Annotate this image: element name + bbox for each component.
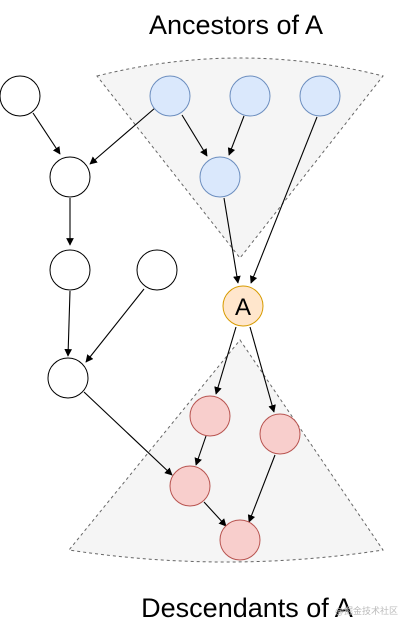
plain-node-third[interactable]: [49, 249, 91, 291]
ancestors-title: Ancestors of A: [149, 10, 323, 40]
ancestor-node-center[interactable]: [229, 75, 271, 117]
descendants-title: Descendants of A: [141, 593, 353, 623]
edge-ancestor-mid-to-a: [223, 197, 241, 284]
edge-desc-mid-left-to-desc-bottom: [203, 501, 227, 527]
descendant-node-right[interactable]: [259, 413, 301, 455]
descendant-node-mid-left[interactable]: [169, 465, 211, 507]
edge-ancestor-right-to-a: [249, 116, 318, 284]
plain-node-bottom[interactable]: [47, 357, 89, 399]
node-a[interactable]: [222, 285, 264, 327]
descendants-region: [68, 339, 384, 563]
edge-plain-third-to-plain-bottom: [64, 290, 73, 357]
edge-plain-bottom-to-desc-mid-left: [83, 391, 173, 476]
plain-node-middle[interactable]: [49, 156, 91, 198]
edge-plain-top-left-to-plain-middle: [32, 112, 61, 155]
watermark-text: @掘金技术社区: [335, 605, 398, 617]
edge-ancestor-left-to-ancestor-mid: [181, 114, 208, 157]
descendant-node-bottom[interactable]: [219, 519, 261, 561]
edge-desc-upper-left-to-desc-mid-left: [194, 435, 207, 466]
ancestor-node-mid[interactable]: [199, 156, 241, 198]
edge-plain-right-to-plain-bottom: [85, 288, 145, 363]
ancestor-node-left[interactable]: [149, 75, 191, 117]
edge-ancestor-left-to-plain-middle: [89, 107, 156, 165]
plain-node-right[interactable]: [136, 249, 178, 291]
edge-desc-right-to-desc-bottom: [247, 454, 276, 523]
edge-a-to-desc-right: [249, 326, 276, 413]
nodes: A: [0, 75, 341, 561]
edge-ancestor-center-to-ancestor-mid: [227, 115, 245, 156]
edge-a-to-desc-upper-left: [214, 326, 237, 395]
edges: [32, 107, 318, 527]
node-a-label: A: [235, 294, 251, 321]
ancestor-node-right[interactable]: [299, 75, 341, 117]
plain-node-top-left[interactable]: [0, 75, 41, 117]
descendant-node-upper-left[interactable]: [189, 395, 231, 437]
